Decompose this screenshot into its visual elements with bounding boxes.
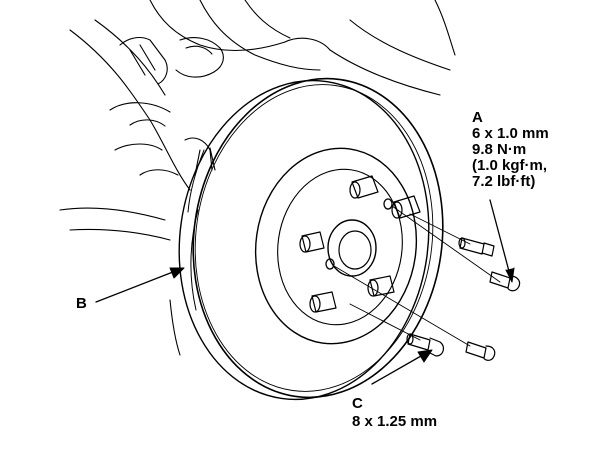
wheel-studs xyxy=(299,175,421,313)
screw-lower xyxy=(465,341,496,361)
leader-line-c xyxy=(371,351,429,385)
hub-bore-inner xyxy=(338,230,372,270)
disc-rear-edge xyxy=(178,79,430,401)
callout-c: C 8 x 1.25 mm xyxy=(352,395,437,430)
screw-hole-upper xyxy=(383,198,393,210)
callout-b-letter: B xyxy=(76,295,87,312)
screw-hole-lower xyxy=(325,258,335,270)
bolt-upper-a xyxy=(458,237,495,257)
brake-disc xyxy=(178,77,444,401)
callout-a-spec-3: (1.0 kgf·m, xyxy=(472,157,547,174)
callout-a-letter: A xyxy=(472,109,483,126)
bolt-c xyxy=(406,333,445,357)
screw-a xyxy=(489,271,521,292)
leader-line-a xyxy=(489,199,511,276)
callout-c-spec-1: 8 x 1.25 mm xyxy=(352,413,437,430)
disc-hat-outer xyxy=(254,147,418,345)
disc-rim-groove xyxy=(194,84,434,392)
leader-arrow-b xyxy=(169,267,185,279)
callout-a-spec-4: 7.2 lbf·ft) xyxy=(472,173,535,190)
leader-arrow-a xyxy=(505,267,515,283)
leader-arrow-c xyxy=(417,349,433,363)
knuckle-and-strut xyxy=(59,0,456,356)
disc-hat-step xyxy=(277,168,403,326)
callout-c-letter: C xyxy=(352,395,363,412)
callout-b: B xyxy=(76,295,87,312)
hub-bore-outer xyxy=(327,219,377,277)
callout-a: A 6 x 1.0 mm 9.8 N·m (1.0 kgf·m, 7.2 lbf… xyxy=(472,109,549,190)
callout-a-spec-2: 9.8 N·m xyxy=(472,141,526,158)
leader-line-b xyxy=(95,269,179,303)
callout-a-spec-1: 6 x 1.0 mm xyxy=(472,125,549,142)
